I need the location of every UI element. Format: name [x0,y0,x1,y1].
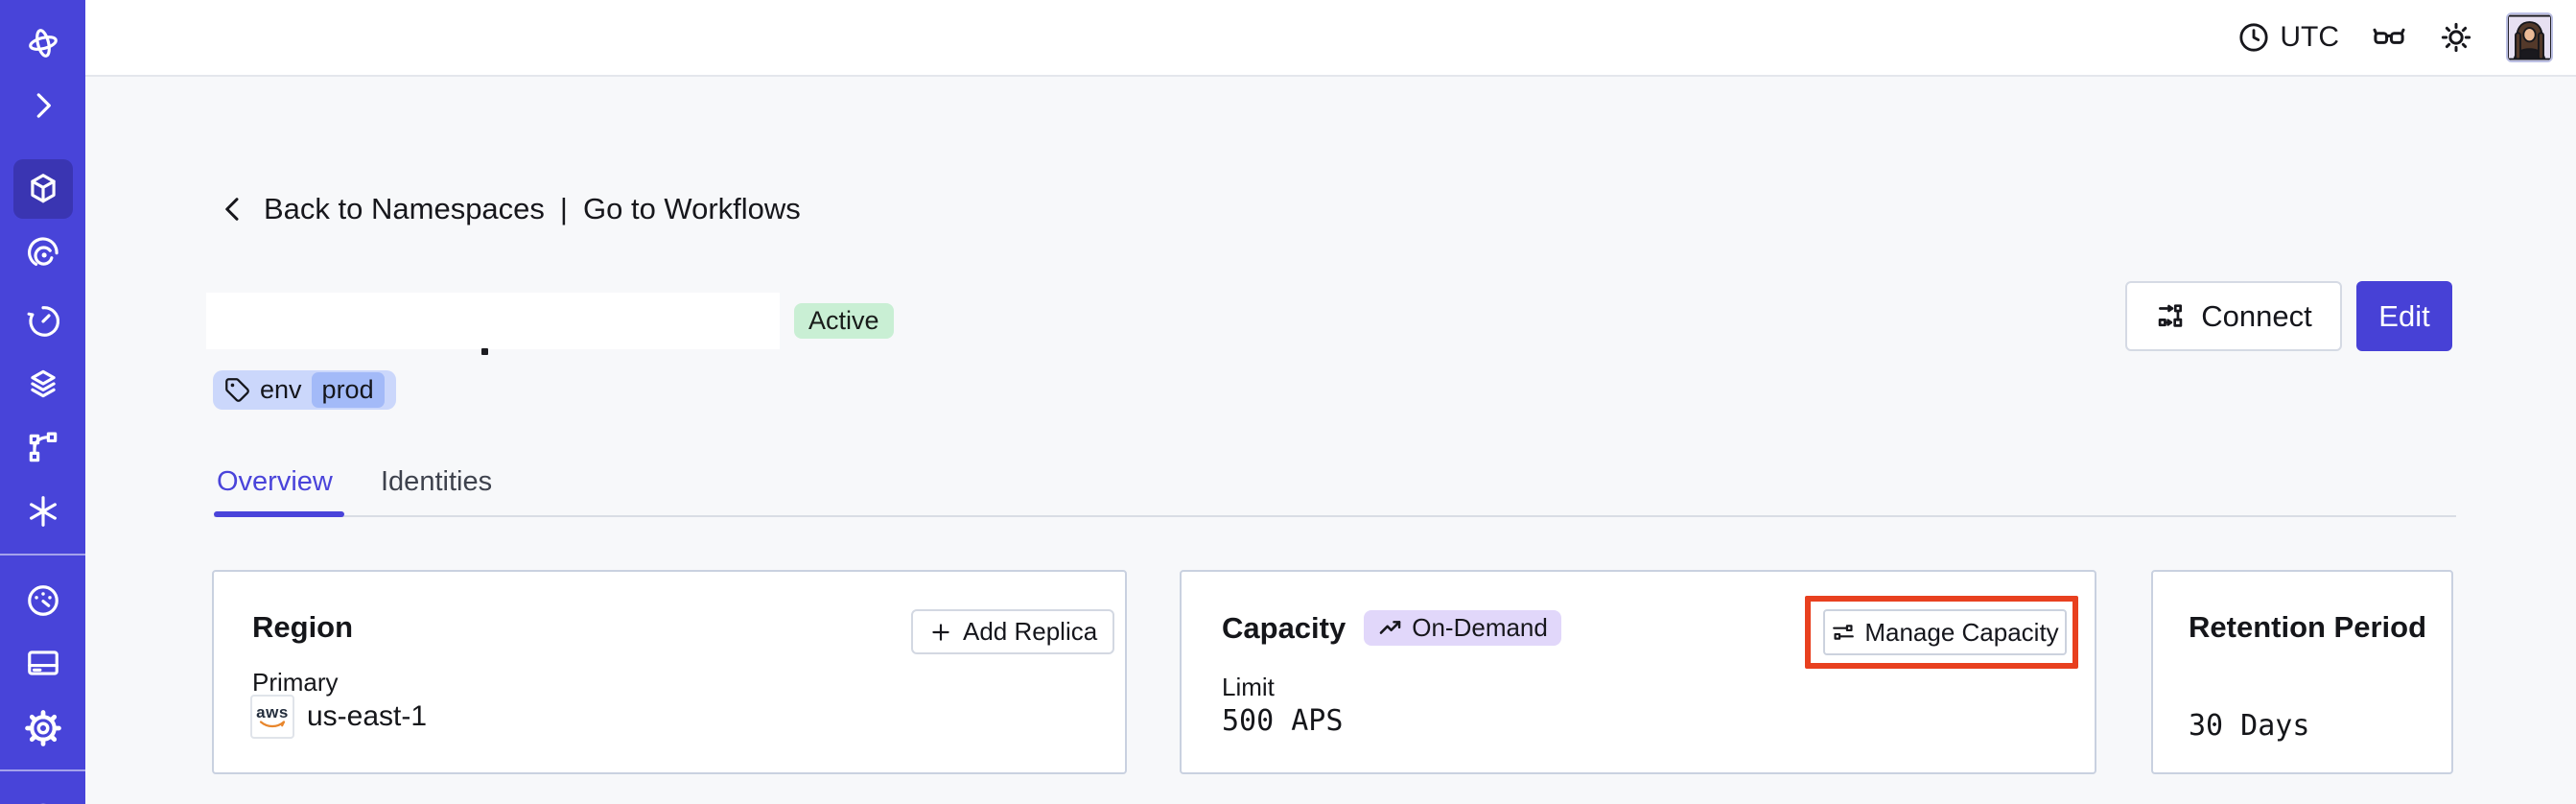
timezone-label: UTC [2280,21,2339,53]
namespace-tag: env prod [213,370,396,410]
timezone-selector[interactable]: UTC [2237,21,2339,54]
layers-icon [30,369,56,398]
edit-button[interactable]: Edit [2356,281,2452,351]
tag-value-chip: prod [311,372,385,408]
aws-smile [259,720,286,727]
connect-button[interactable]: Connect [2125,281,2342,351]
primary-label: Primary [252,668,339,697]
sidebar-divider [0,769,85,771]
back-chevron-icon[interactable] [218,194,248,225]
sidebar-item-workflows[interactable] [13,225,73,284]
tab-overview[interactable]: Overview [217,466,333,497]
capacity-header: Capacity On-Demand [1222,610,1561,646]
manage-capacity-button[interactable]: Manage Capacity [1823,609,2067,655]
timer-icon [27,306,59,337]
reader-mode-button[interactable] [2372,20,2406,55]
sun-icon [2441,22,2471,53]
sidebar-item-batch-operations[interactable] [13,418,73,478]
sidebar-item-settings[interactable] [13,698,73,758]
manage-capacity-label: Manage Capacity [1864,617,2059,647]
add-replica-button[interactable]: Add Replica [911,609,1115,654]
branch-icon [29,432,57,462]
edit-button-label: Edit [2378,298,2430,333]
sidebar-item-nexus[interactable] [13,482,73,541]
gauge-icon [27,585,59,616]
add-replica-label: Add Replica [963,617,1098,646]
theme-toggle-button[interactable] [2439,20,2473,55]
user-avatar[interactable] [2506,12,2553,62]
credit-card-icon [27,650,59,675]
sidebar-divider [0,554,85,556]
tab-identities[interactable]: Identities [381,466,493,497]
main-content: Back to Namespaces | Go to Workflows Act… [85,77,2576,804]
retention-value: 30 Days [2189,709,2310,743]
workflow-route-icon [2159,303,2183,327]
region-value: us-east-1 [307,700,428,732]
breadcrumb-separator: | [559,192,568,225]
sidebar-item-help[interactable] [13,788,73,804]
tag-icon [225,378,249,402]
cube-icon [30,174,56,203]
retention-card-title: Retention Period [2189,610,2427,644]
plus-icon [932,623,949,641]
on-demand-label: On-Demand [1412,613,1548,642]
temporal-logo-icon[interactable] [13,13,73,73]
capacity-card-title: Capacity [1222,610,1347,645]
asterisk-icon [29,496,57,527]
gear-icon [24,710,61,746]
active-tab-underline [214,511,344,517]
sidebar-item-namespaces[interactable] [12,159,73,219]
breadcrumb-workflows-link[interactable]: Go to Workflows [582,192,801,225]
connect-button-label: Connect [2201,298,2312,333]
glasses-icon [2373,28,2405,44]
aws-logo-text: aws [256,702,289,721]
sidebar-item-billing[interactable] [13,633,73,693]
on-demand-badge: On-Demand [1364,610,1561,646]
breadcrumb-back-link[interactable]: Back to Namespaces [264,192,545,225]
region-card: Region Add Replica Primary aws us-east-1 [212,570,1127,774]
spiral-icon [27,237,59,267]
avatar-image [2508,14,2551,60]
tag-key: env [260,375,302,404]
sidebar-item-schedules[interactable] [13,292,73,351]
limit-label: Limit [1222,673,1275,701]
sliders-icon [1833,625,1855,640]
namespace-title-artifact [481,348,488,355]
tabs-baseline [214,515,2456,517]
retention-card: Retention Period 30 Days [2151,570,2453,774]
sidebar-item-deployments[interactable] [13,354,73,414]
sidebar-item-usage[interactable] [13,571,73,630]
status-badge: Active [794,303,894,339]
expand-sidebar-chevron-icon[interactable] [13,76,73,135]
topbar: UTC [85,0,2576,77]
clock-icon [2239,23,2268,52]
breadcrumb: Back to Namespaces | Go to Workflows [218,192,801,226]
region-value-row: aws us-east-1 [250,695,427,739]
trending-up-icon [1379,621,1401,634]
help-circle-icon [39,803,46,804]
capacity-card: Capacity On-Demand Manage Capacity Limit… [1180,570,2096,774]
sidebar [0,0,85,804]
aws-logo-icon: aws [250,695,294,739]
capacity-value: 500 APS [1222,704,1344,738]
region-card-title: Region [252,610,354,644]
namespace-title-redacted [206,293,780,349]
